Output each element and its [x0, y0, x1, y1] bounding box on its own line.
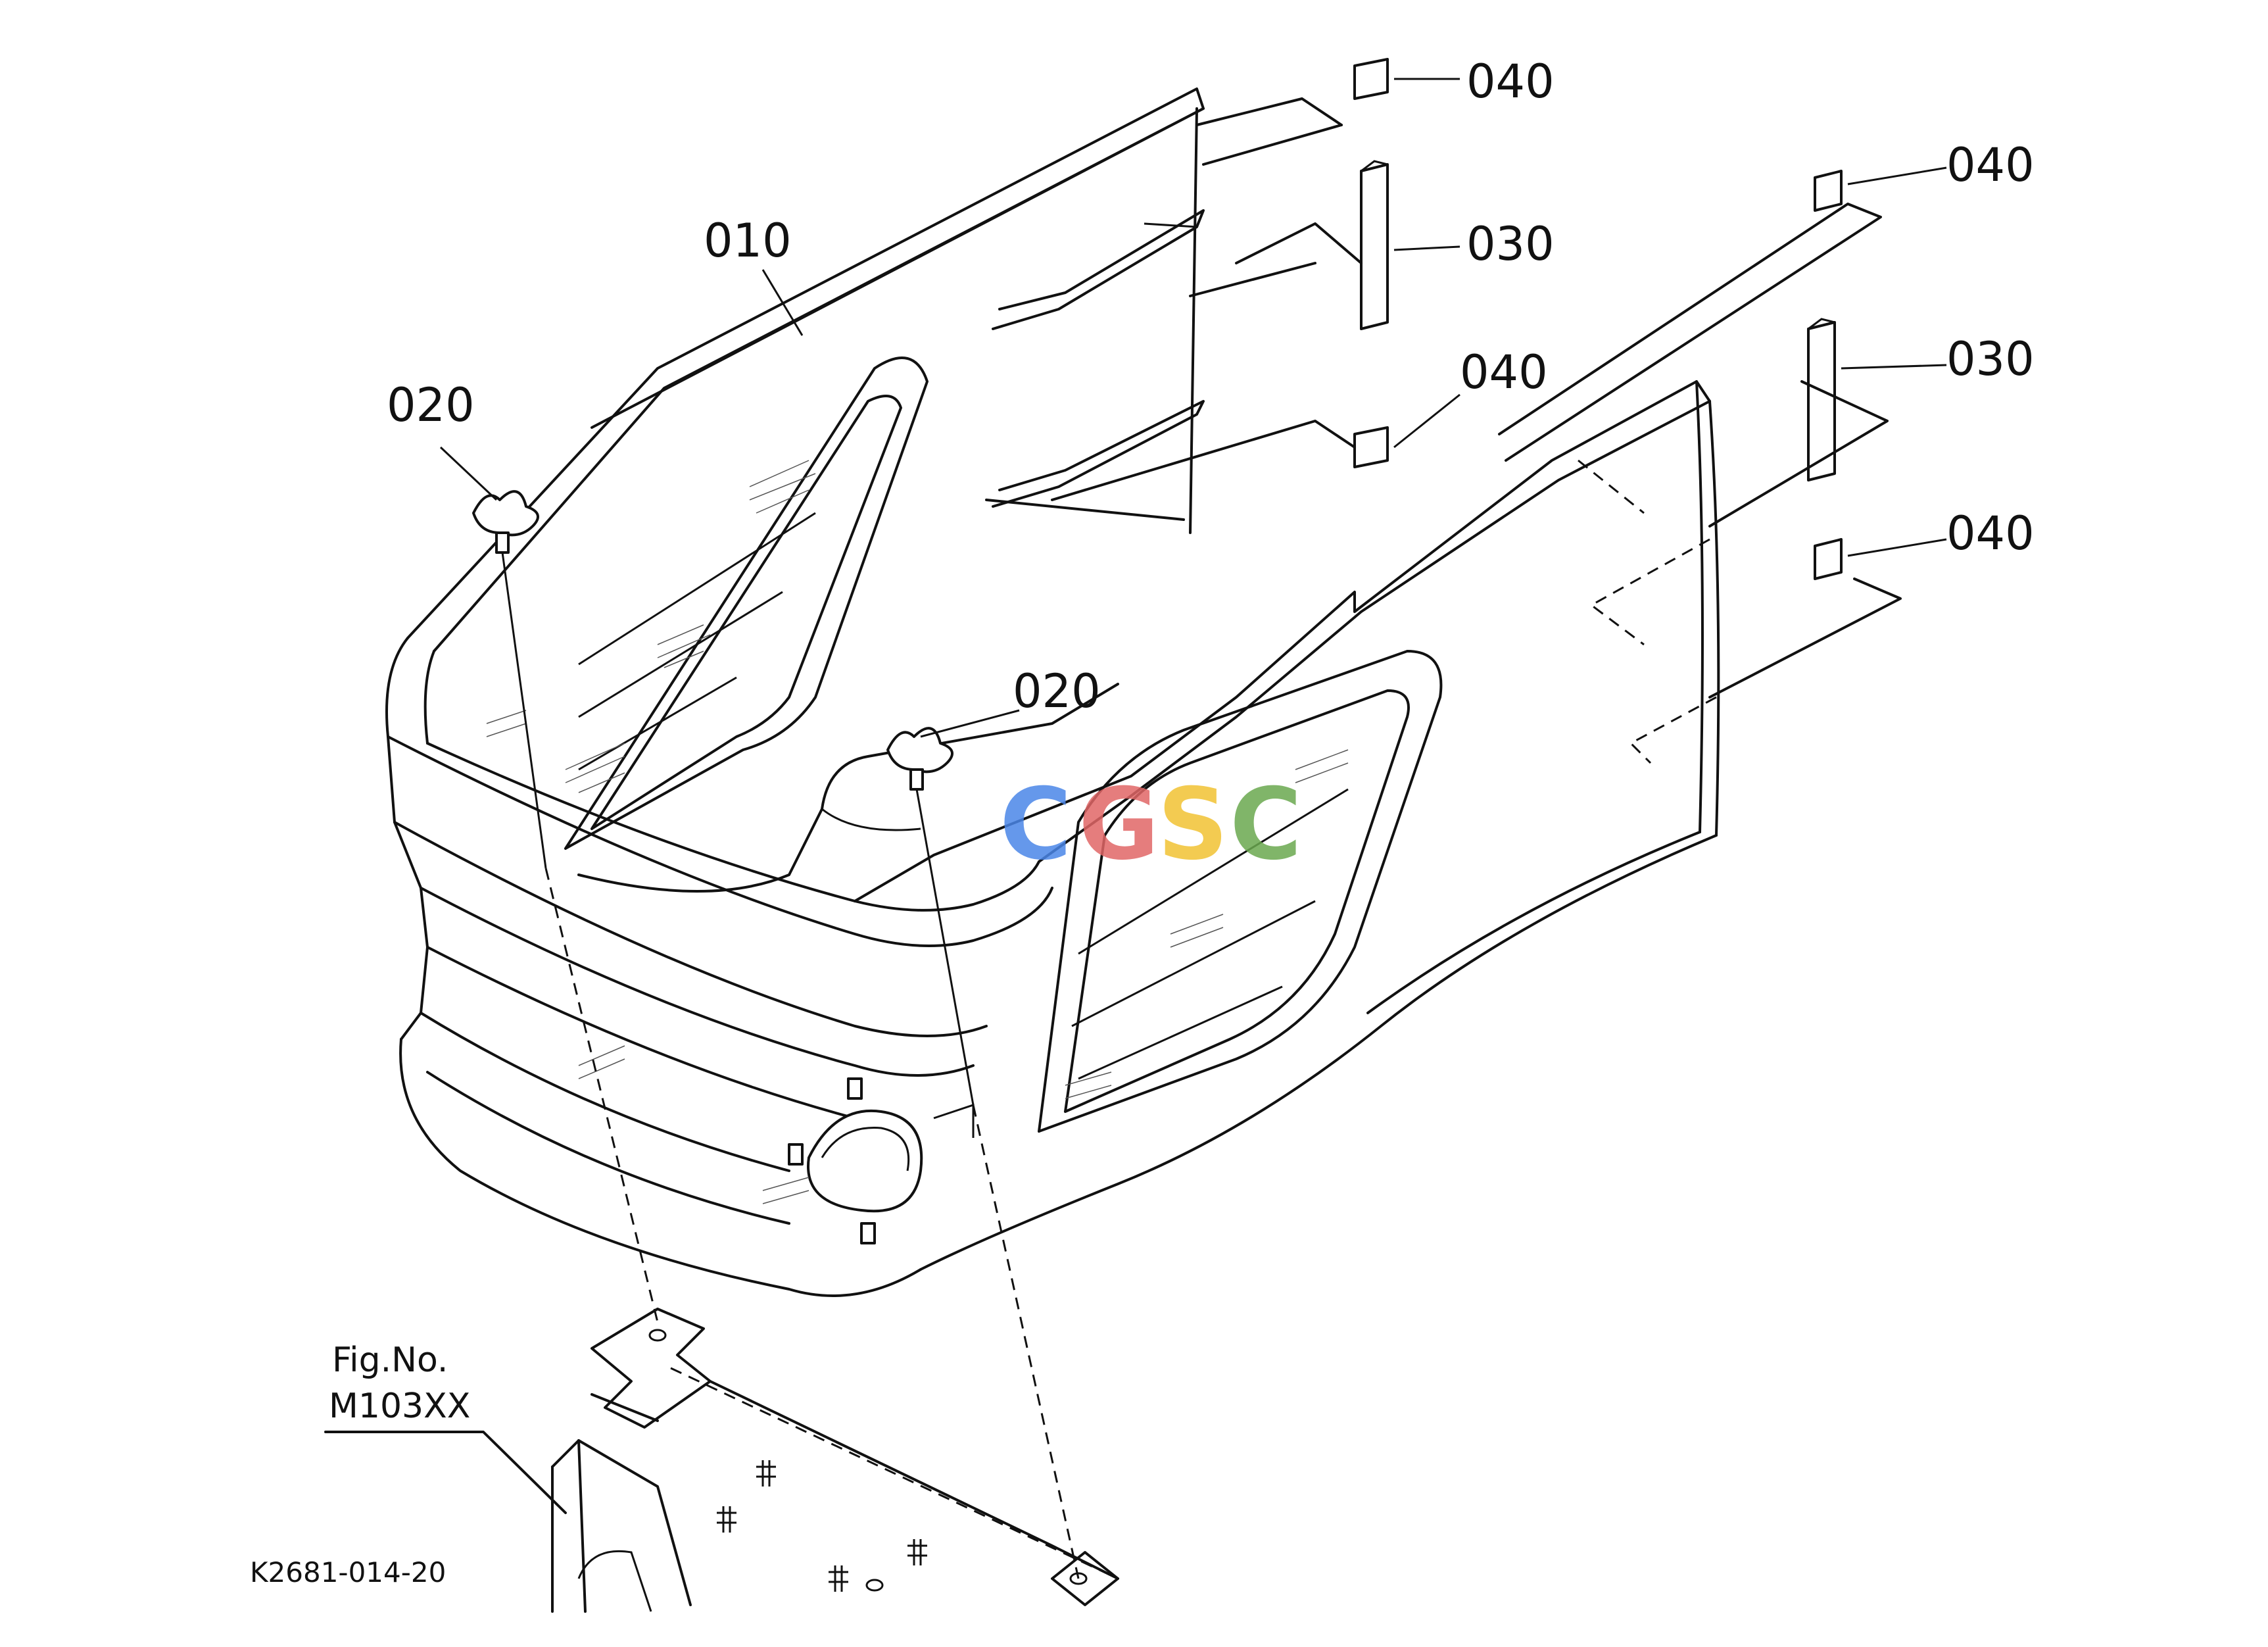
watermark-letter: C [1000, 768, 1072, 882]
knob-020-left [472, 490, 659, 1323]
pad-040-2 [1051, 420, 1389, 501]
hood-assembly [385, 87, 1720, 1297]
strip-030-upper [1189, 97, 1389, 330]
strip-030-lower [1708, 318, 1889, 528]
reference-frame [324, 1308, 1119, 1613]
fig-number: M103XX [329, 1387, 470, 1426]
label-040-top-left: 040 [1466, 55, 1555, 109]
pad-040-1 [1353, 58, 1389, 100]
label-010: 010 [704, 214, 792, 268]
leader-lines [439, 78, 1947, 738]
label-040-mid: 040 [1460, 345, 1548, 399]
fig-caption: Fig.No. [332, 1340, 448, 1380]
label-040-lower-right: 040 [1946, 506, 2035, 560]
pad-040-4 [1708, 538, 1902, 699]
watermark-logo: C G S C [1000, 768, 1302, 882]
label-030-lower: 030 [1946, 332, 2035, 386]
watermark-letter: S [1157, 768, 1228, 882]
watermark-letter: C [1230, 768, 1302, 882]
pad-040-3 [1498, 170, 1882, 462]
label-020-left: 020 [387, 378, 475, 432]
knob-020-right [886, 727, 1080, 1579]
drawing-code: K2681-014-20 [250, 1556, 446, 1588]
label-040-top-right: 040 [1946, 138, 2035, 192]
watermark-letter: G [1078, 768, 1159, 882]
label-020-right: 020 [1013, 664, 1101, 718]
label-030-upper: 030 [1466, 217, 1555, 271]
grille-mesh [486, 460, 1349, 1204]
